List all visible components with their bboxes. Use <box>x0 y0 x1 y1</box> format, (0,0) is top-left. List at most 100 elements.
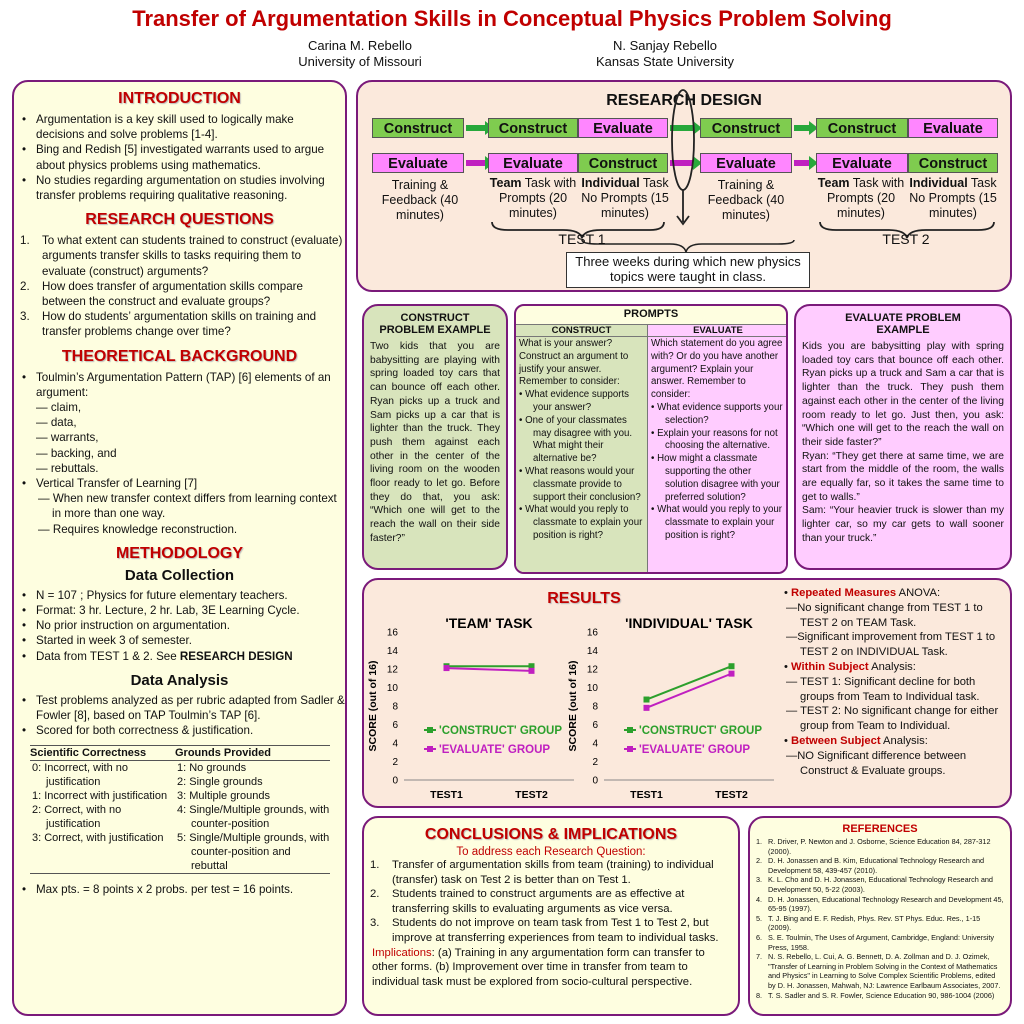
theory-heading: THEORETICAL BACKGROUND <box>61 347 298 365</box>
legend-label: 'CONSTRUCT' GROUP <box>439 725 562 737</box>
legend-marker <box>627 727 633 733</box>
y-tick-label: 12 <box>587 665 599 676</box>
row1-construct-training2: Construct <box>700 118 792 138</box>
list-item: No studies regarding argumentation on st… <box>14 173 345 203</box>
ws-line-2: — TEST 2: No significant change for eith… <box>786 705 999 733</box>
list-item: Argumentation is a key skill used to log… <box>14 112 345 142</box>
data-analysis-list: Test problems analyzed as per rubric ada… <box>14 693 345 739</box>
list-item: 2.How does transfer of argumentation ski… <box>20 279 303 309</box>
series-line <box>646 672 732 709</box>
row2-evaluate-training: Evaluate <box>372 153 464 173</box>
bs-line-1: —NO Significant difference between Const… <box>786 749 967 777</box>
list-item: 1.To what extent can students trained to… <box>20 234 343 278</box>
arrow-right-icon <box>794 156 818 170</box>
rq-list: 1.To what extent can students trained to… <box>14 233 345 339</box>
y-tick-label: 0 <box>592 776 598 787</box>
rubric-table: Scientific Correctness Grounds Provided … <box>30 745 330 874</box>
series-line <box>446 667 532 672</box>
ws-item: • Within Subject Analysis: <box>784 660 916 673</box>
construct-example-panel: CONSTRUCT PROBLEM EXAMPLE Two kids that … <box>362 304 508 570</box>
implications: Implications: (a) Training in any argume… <box>372 946 705 988</box>
list-item: 3.Students do not improve on team task f… <box>370 917 719 944</box>
x-tick-label: TEST2 <box>715 789 748 801</box>
data-analysis-heading: Data Analysis <box>130 671 229 689</box>
y-tick-label: 2 <box>392 757 398 768</box>
test2-brace <box>819 221 995 239</box>
data-collection-list: N = 107 ; Physics for future elementary … <box>14 588 345 664</box>
data-point <box>643 704 650 711</box>
rubric-header-correctness: Scientific Correctness <box>30 746 147 759</box>
reference-item: 7.N. S. Rebello, L. Cui, A. G. Bennett, … <box>756 952 1001 990</box>
test1-brace <box>491 221 665 239</box>
y-tick-label: 14 <box>387 646 399 657</box>
prompts-heading: PROMPTS <box>623 308 679 320</box>
y-axis-label: SCORE (out of 16) <box>567 661 579 752</box>
rm-item: • Repeated Measures ANOVA: <box>784 587 941 599</box>
down-arrow-head <box>676 215 690 226</box>
y-tick-label: 6 <box>592 720 598 731</box>
reference-item: 4.D. H. Jonassen, Educational Technology… <box>756 894 1004 914</box>
references-heading: REFERENCES <box>842 823 918 835</box>
prompts-construct-header: CONSTRUCT <box>516 324 647 337</box>
row2-construct-indiv: Construct <box>578 153 668 173</box>
prompts-evaluate-body: Which statement do you agree with? Or do… <box>651 338 783 541</box>
theory-list: Toulmin’s Argumentation Pattern (TAP) [6… <box>14 370 345 537</box>
conclusions-panel: CONCLUSIONS & IMPLICATIONS To address ea… <box>362 816 740 1016</box>
research-design-panel: RESEARCH DESIGN Construct Construct Eval… <box>356 80 1012 292</box>
row2-evaluate-team2: Evaluate <box>816 153 908 173</box>
bs-item: • Between Subject Analysis: <box>784 734 928 747</box>
list-item: Toulmin’s Argumentation Pattern (TAP) [6… <box>14 370 345 476</box>
series-line <box>646 665 732 701</box>
chart-title: 'INDIVIDUAL' TASK <box>625 615 753 631</box>
legend-marker <box>427 727 433 733</box>
weeks-note: Three weeks during which new physics top… <box>566 252 810 288</box>
arrow-right-icon <box>670 156 702 170</box>
list-item: Max pts. = 8 points x 2 probs. per test … <box>14 882 345 897</box>
prompts-evaluate-col: EVALUATE Which statement do you agree wi… <box>648 324 786 572</box>
construct-example-heading: CONSTRUCT PROBLEM EXAMPLE <box>379 312 491 336</box>
row1-construct-training: Construct <box>372 118 464 138</box>
legend-label: 'EVALUATE' GROUP <box>439 744 550 756</box>
reference-item: 6.S. E. Toulmin, The Uses of Argument, C… <box>756 932 995 952</box>
ws-line-1: — TEST 1: Significant decline for both g… <box>786 675 980 703</box>
evaluate-example-text: Kids you are babysitting play with sprin… <box>802 341 1004 544</box>
team-task-caption: Team Task with Prompts (20 minutes) <box>489 176 577 220</box>
row2-evaluate-training2: Evaluate <box>700 153 792 173</box>
y-tick-label: 12 <box>387 665 399 676</box>
y-tick-label: 2 <box>592 757 598 768</box>
rubric-col-grounds: 1: No grounds 2: Single grounds 3: Multi… <box>177 761 330 872</box>
y-tick-label: 16 <box>387 628 399 639</box>
x-tick-label: TEST1 <box>430 789 463 801</box>
intro-list: Argumentation is a key skill used to log… <box>14 112 345 203</box>
legend-label: 'EVALUATE' GROUP <box>639 744 750 756</box>
y-tick-label: 4 <box>592 739 598 750</box>
evaluate-example-heading: EVALUATE PROBLEM EXAMPLE <box>845 312 961 336</box>
reference-item: 3.K. L. Cho and D. H. Jonassen, Educatio… <box>756 875 993 894</box>
references-panel: REFERENCES 1.R. Driver, P. Newton and J.… <box>748 816 1012 1016</box>
rubric-col-correctness: 0: Incorrect, with no justification 1: I… <box>32 761 168 844</box>
y-tick-label: 10 <box>587 683 599 694</box>
row1-evaluate-indiv: Evaluate <box>578 118 668 138</box>
list-item: Format: 3 hr. Lecture, 2 hr. Lab, 3E Lea… <box>14 603 345 618</box>
list-item: N = 107 ; Physics for future elementary … <box>14 588 345 603</box>
y-axis-label: SCORE (out of 16) <box>367 661 379 752</box>
list-item: Started in week 3 of semester. <box>14 633 345 648</box>
row1-evaluate-indiv2: Evaluate <box>908 118 998 138</box>
row2-evaluate-team: Evaluate <box>488 153 578 173</box>
rubric-header-grounds: Grounds Provided <box>175 746 271 759</box>
x-tick-label: TEST1 <box>630 789 663 801</box>
test2-label: TEST 2 <box>882 231 930 247</box>
left-column-panel: INTRODUCTION Argumentation is a key skil… <box>12 80 347 1016</box>
data-point <box>528 663 535 670</box>
rm-line-1: —No significant change from TEST 1 to TE… <box>786 601 983 629</box>
list-item: 2.Students trained to construct argument… <box>370 888 685 915</box>
rm-line-2: —Significant improvement from TEST 1 to … <box>786 631 996 659</box>
reference-item: 2.D. H. Jonassen and B. Kim, Educational… <box>756 856 985 875</box>
poster-title: Transfer of Argumentation Skills in Conc… <box>132 6 892 31</box>
construct-example-text: Two kids that you are babysitting are pl… <box>370 341 500 544</box>
training-caption: Training & Feedback (40 minutes) <box>381 178 459 222</box>
prompts-evaluate-header: EVALUATE <box>648 324 786 337</box>
y-tick-label: 4 <box>392 739 398 750</box>
